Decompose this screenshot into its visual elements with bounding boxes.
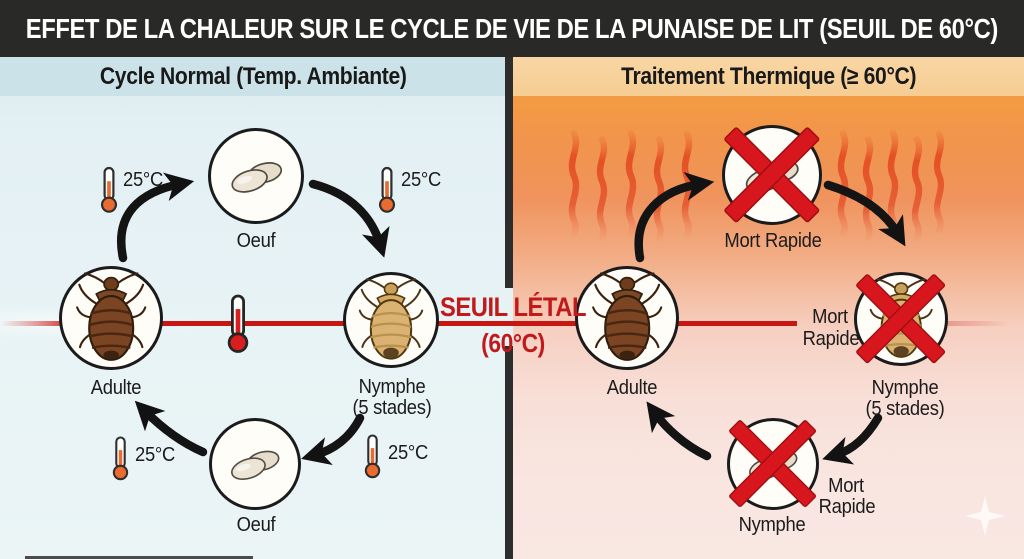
right-panel-header: Traitement Thermique (≥ 60°C)	[513, 57, 1024, 96]
right-panel-title: Traitement Thermique (≥ 60°C)	[620, 62, 917, 90]
red-x-icon	[727, 418, 818, 509]
heat-wave-icon	[835, 128, 851, 238]
red-x-icon	[854, 272, 947, 365]
lethal-threshold-line-fade	[947, 321, 1009, 326]
label-adult-right: Adulte	[606, 377, 658, 399]
label-nymph-right: Nymphe	[871, 377, 939, 399]
temp-label: 25°C	[401, 169, 442, 191]
temp-label: 25°C	[388, 442, 429, 464]
lethal-thermometer-icon	[224, 293, 252, 355]
label-adult-left: Adulte	[90, 377, 142, 399]
heat-wave-icon	[623, 127, 639, 239]
label-egg-bottom-left: Oeuf	[236, 514, 276, 536]
thermometer-icon	[98, 165, 120, 215]
thermometer-icon	[362, 432, 383, 481]
stage-circle-egg-top-right	[722, 125, 822, 225]
bottom-edge-strip	[25, 556, 253, 559]
panel-divider	[505, 57, 513, 288]
heat-wave-icon	[594, 134, 610, 242]
label-nymph-stages-right: (5 stades)	[865, 398, 945, 420]
thermometer-icon	[376, 165, 398, 215]
panel-divider	[505, 346, 513, 559]
label-egg-bottom-right: Nymphe	[738, 514, 806, 536]
temp-label: 25°C	[135, 444, 176, 466]
left-panel-title: Cycle Normal (Temp. Ambiante)	[99, 62, 407, 90]
heat-wave-icon	[860, 134, 876, 242]
label-death-top-right: Mort Rapide	[724, 230, 822, 252]
label-nymph-left: Nymphe	[358, 376, 426, 398]
stage-circle-adult-right	[575, 266, 679, 370]
title-bar: EFFET DE LA CHALEUR SUR LE CYCLE DE VIE …	[0, 0, 1024, 57]
heat-wave-icon	[566, 128, 582, 238]
label-death-mid-2: Rapide	[802, 328, 860, 350]
stage-circle-egg-bottom-right	[727, 418, 819, 510]
stage-circle-egg-bottom-left	[209, 418, 301, 510]
heat-wave-icon	[679, 129, 695, 239]
stage-circle-nymph-left	[343, 272, 439, 368]
label-nymph-stages-left: (5 stades)	[352, 397, 432, 419]
heat-wave-icon	[651, 134, 667, 242]
label-egg-top-left: Oeuf	[236, 230, 276, 252]
heat-wave-icon	[885, 127, 901, 239]
thermometer-icon	[110, 434, 131, 483]
red-x-icon	[722, 125, 822, 225]
page-title: EFFET DE LA CHALEUR SUR LE CYCLE DE VIE …	[25, 12, 999, 44]
lethal-threshold-label: SEUIL LÉTAL	[439, 292, 587, 322]
label-death-bottom-1: Mort	[828, 475, 864, 497]
bedbug-adult-icon	[588, 272, 666, 364]
eggs-icon	[223, 441, 287, 487]
label-death-mid-1: Mort	[812, 306, 848, 328]
left-panel-header: Cycle Normal (Temp. Ambiante)	[0, 57, 506, 96]
temp-label: 25°C	[123, 169, 164, 191]
stage-circle-egg-top-left	[208, 128, 304, 224]
lethal-threshold-value: (60°C)	[481, 328, 545, 358]
heat-wave-icon	[909, 134, 925, 242]
label-death-bottom-2: Rapide	[818, 496, 876, 518]
bedbug-adult-icon	[72, 272, 150, 364]
bedbug-nymph-icon	[355, 278, 427, 363]
stage-circle-nymph-right	[854, 272, 948, 366]
eggs-icon	[223, 152, 290, 201]
heat-wave-icon	[931, 129, 947, 235]
stage-circle-adult-left	[59, 266, 163, 370]
